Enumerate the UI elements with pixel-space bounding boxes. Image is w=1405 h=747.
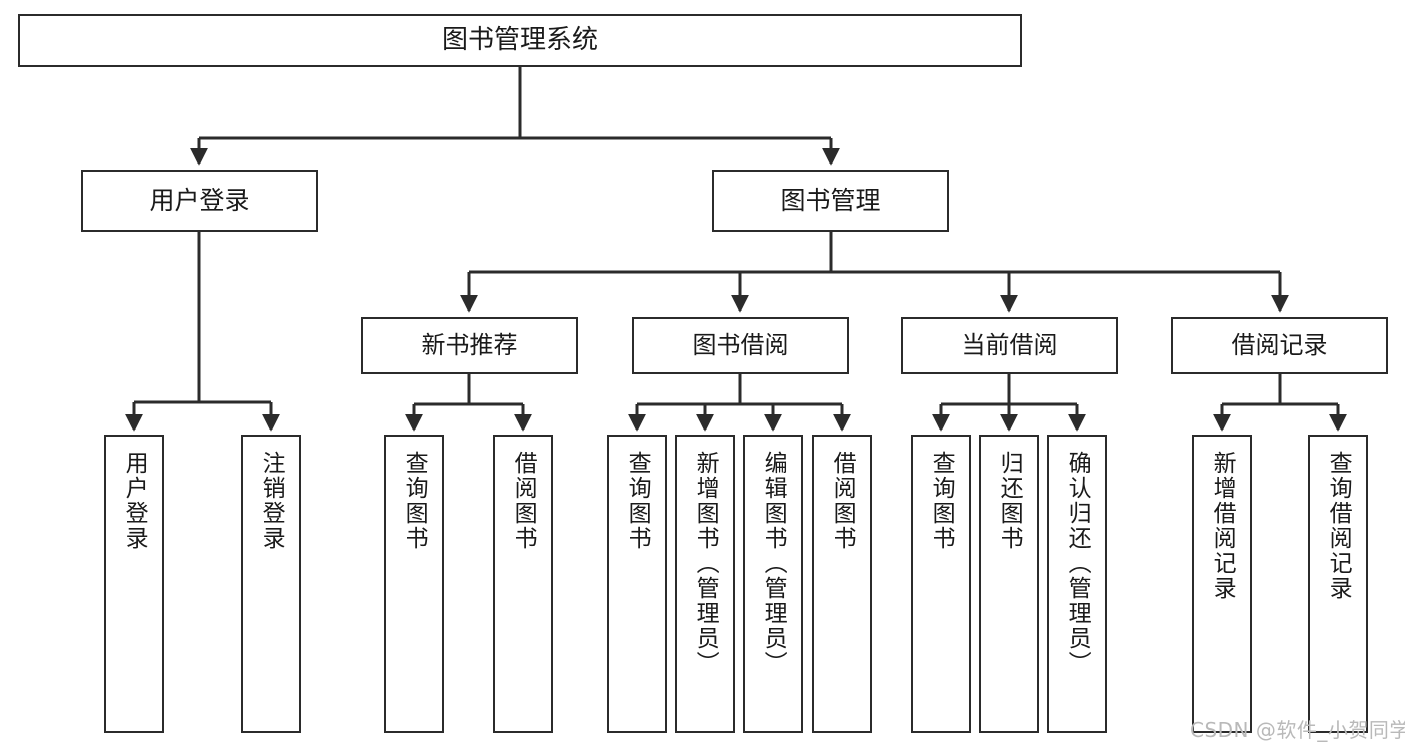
node-label: 注销登录 [258,451,285,551]
node-label: 查询图书 [928,451,955,551]
node-label: 编辑图书（管理员） [760,451,787,676]
node-label: 新增借阅记录 [1209,451,1236,601]
leaf-logout[interactable]: 注销登录 [241,435,301,733]
leaf-borrow-add-book-admin[interactable]: 新增图书（管理员） [675,435,735,733]
leaf-current-confirm-return-admin[interactable]: 确认归还（管理员） [1047,435,1107,733]
leaf-borrow-edit-book-admin[interactable]: 编辑图书（管理员） [743,435,803,733]
node-label: 新书推荐 [421,331,518,360]
node-label: 新增图书（管理员） [692,451,719,676]
node-current-borrow[interactable]: 当前借阅 [901,317,1118,374]
node-label: 当前借阅 [961,331,1058,360]
node-label: 图书借阅 [692,331,789,360]
leaf-new-books-query[interactable]: 查询图书 [384,435,444,733]
node-label: 查询图书 [624,451,651,551]
node-label: 借阅记录 [1231,331,1328,360]
node-label: 确认归还（管理员） [1064,451,1091,676]
leaf-current-return-book[interactable]: 归还图书 [979,435,1039,733]
node-book-management[interactable]: 图书管理 [712,170,949,232]
node-label: 借阅图书 [829,451,856,551]
node-label: 归还图书 [996,451,1023,551]
node-user-login[interactable]: 用户登录 [81,170,318,232]
node-label: 查询图书 [401,451,428,551]
leaf-borrow-borrow-book[interactable]: 借阅图书 [812,435,872,733]
leaf-current-query-book[interactable]: 查询图书 [911,435,971,733]
node-new-book-recommend[interactable]: 新书推荐 [361,317,578,374]
node-label: 借阅图书 [510,451,537,551]
node-label: 图书管理系统 [441,25,598,56]
leaf-records-query[interactable]: 查询借阅记录 [1308,435,1368,733]
node-label: 用户登录 [121,451,148,551]
leaf-records-add[interactable]: 新增借阅记录 [1192,435,1252,733]
leaf-user-login[interactable]: 用户登录 [104,435,164,733]
node-borrow-records[interactable]: 借阅记录 [1171,317,1388,374]
node-root-system[interactable]: 图书管理系统 [18,14,1022,67]
leaf-borrow-query-book[interactable]: 查询图书 [607,435,667,733]
node-book-borrow[interactable]: 图书借阅 [632,317,849,374]
node-label: 查询借阅记录 [1325,451,1352,601]
node-label: 用户登录 [149,186,250,216]
node-label: 图书管理 [780,186,881,216]
leaf-new-books-borrow[interactable]: 借阅图书 [493,435,553,733]
